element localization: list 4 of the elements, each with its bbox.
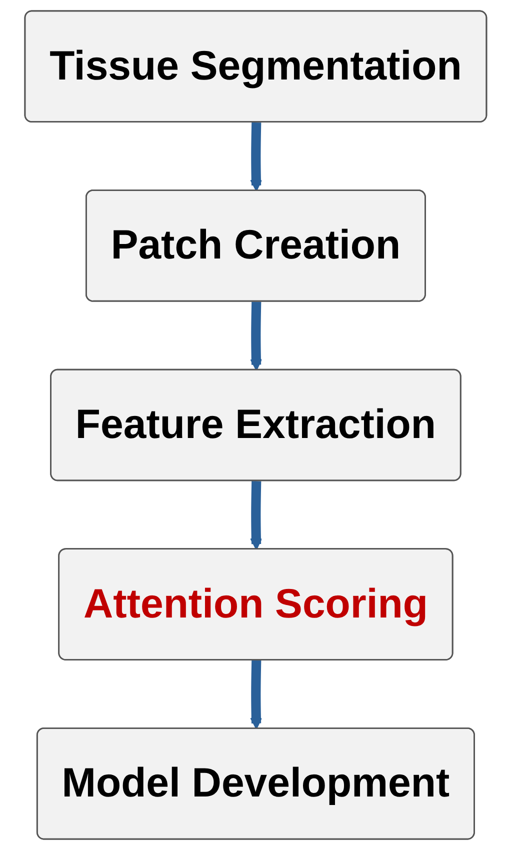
arrow — [250, 660, 262, 730]
arrow — [250, 481, 262, 550]
arrow — [250, 302, 262, 371]
arrow — [250, 122, 262, 192]
